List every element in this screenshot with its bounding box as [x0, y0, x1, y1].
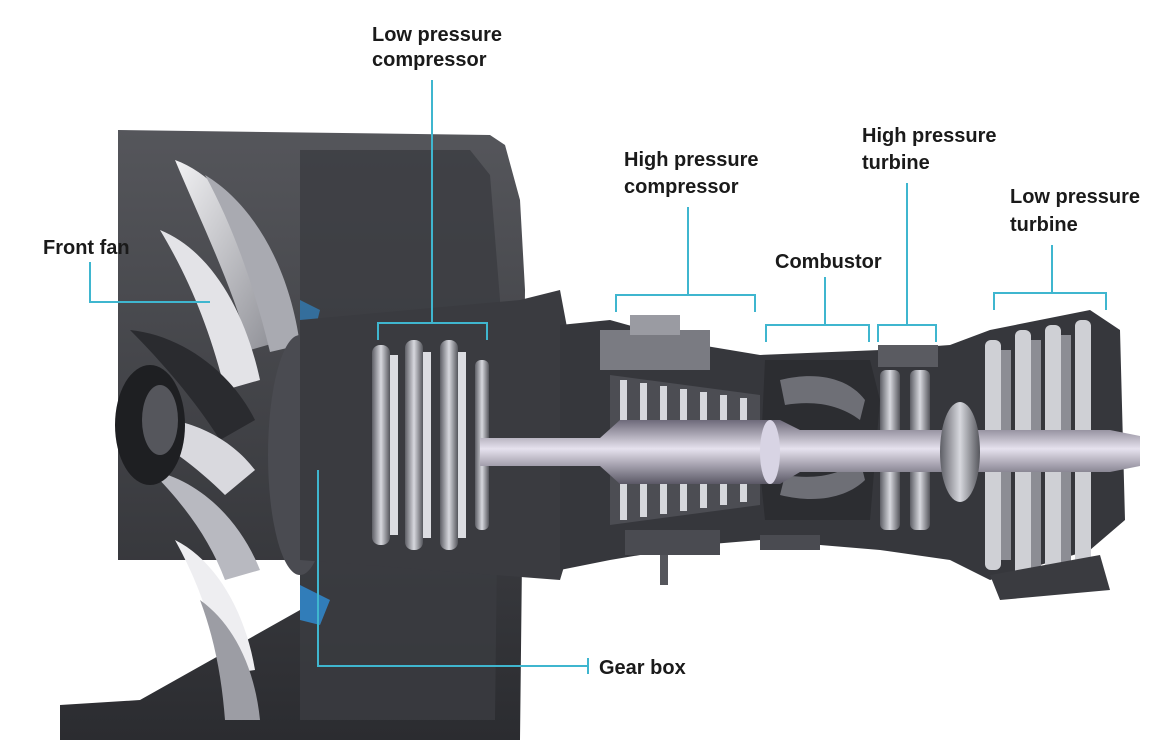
bypass-accent [300, 585, 330, 625]
labels: Front fan Low pressure compressor High p… [43, 24, 1146, 679]
hpc-bracket [615, 294, 756, 312]
low-pressure-compressor-art [300, 290, 600, 580]
front-fan-blades [115, 160, 300, 720]
engine-artwork [60, 130, 1140, 740]
label-low-pressure-turbine: Low pressure turbine [1010, 186, 1146, 236]
label-gear-box: Gear box [599, 657, 686, 679]
label-high-pressure-turbine: High pressure turbine [862, 125, 1002, 174]
gear-box-leader [317, 470, 588, 667]
label-low-pressure-compressor: Low pressure compressor [372, 24, 508, 71]
lpc-bracket [377, 322, 488, 340]
combustor-bracket [765, 324, 870, 342]
label-high-pressure-compressor: High pressure compressor [624, 149, 764, 198]
label-front-fan: Front fan [43, 237, 130, 259]
leader-lines [89, 80, 1107, 674]
front-fan-leader [89, 262, 210, 303]
hpt-bracket [877, 324, 937, 342]
lpt-bracket [993, 292, 1107, 310]
label-combustor: Combustor [775, 251, 882, 273]
